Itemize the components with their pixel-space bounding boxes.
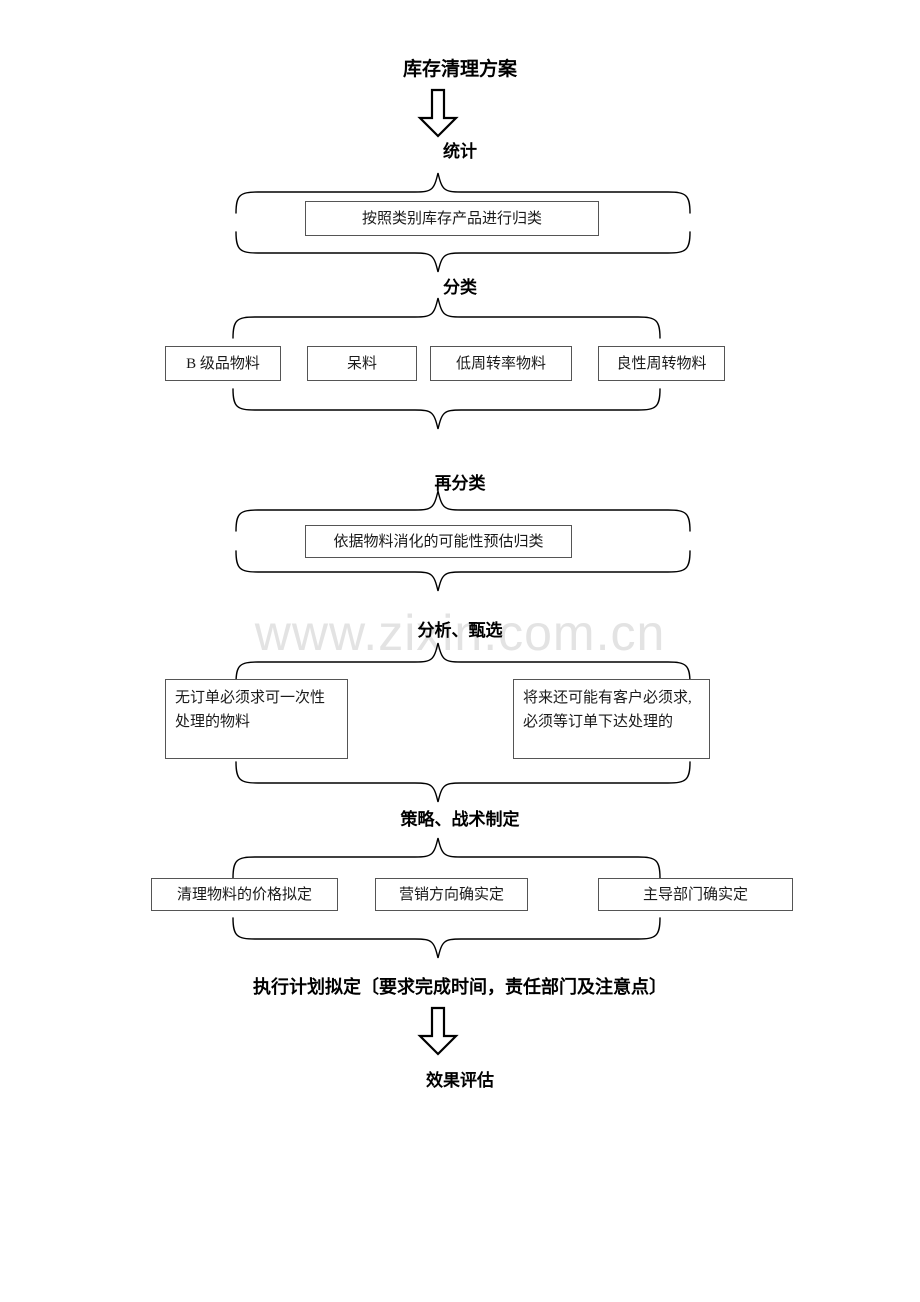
stage-label-fenxi: 分析、甄选 (417, 621, 503, 640)
brace-bottom-group-fenxi (236, 762, 690, 802)
box-bji[interactable]: B 级品物料 (165, 346, 281, 381)
box-yuge[interactable]: 依据物料消化的可能性预估归类 (305, 525, 572, 558)
page-title: 库存清理方案 (402, 59, 517, 80)
box-jianglai[interactable]: 将来还可能有客户必须求,必须等订单下达处理的 (513, 679, 710, 759)
down-arrow-icon-result (420, 1008, 456, 1054)
brace-top-group-fenlei (233, 298, 660, 338)
box-dizhuan[interactable]: 低周转率物料 (430, 346, 572, 381)
brace-bottom-group-celue (233, 918, 660, 958)
stage-label-zhixing: 执行计划拟定〔要求完成时间，责任部门及注意点〕 (253, 977, 667, 997)
box-guilei[interactable]: 按照类别库存产品进行归类 (305, 201, 599, 236)
stage-label-celue: 策略、战术制定 (400, 810, 520, 829)
stage-label-zaifenlei: 再分类 (434, 474, 486, 493)
brace-top-group-celue (233, 838, 660, 878)
stage-label-fenlei: 分类 (443, 278, 477, 297)
box-zhudao[interactable]: 主导部门确实定 (598, 878, 793, 911)
stage-label-tongji: 统计 (443, 142, 477, 161)
box-wudingdan[interactable]: 无订单必须求可一次性处理的物料 (165, 679, 348, 759)
stage-label-xiaoguo: 效果评估 (426, 1071, 494, 1090)
box-jiage[interactable]: 清理物料的价格拟定 (151, 878, 338, 911)
brace-bottom-group-tongji (236, 232, 690, 272)
down-arrow-icon-title (420, 90, 456, 136)
box-liangxing[interactable]: 良性周转物料 (598, 346, 725, 381)
box-dailiao[interactable]: 呆料 (307, 346, 417, 381)
brace-bottom-group-fenlei (233, 389, 660, 429)
box-yingxiao[interactable]: 营销方向确实定 (375, 878, 528, 911)
